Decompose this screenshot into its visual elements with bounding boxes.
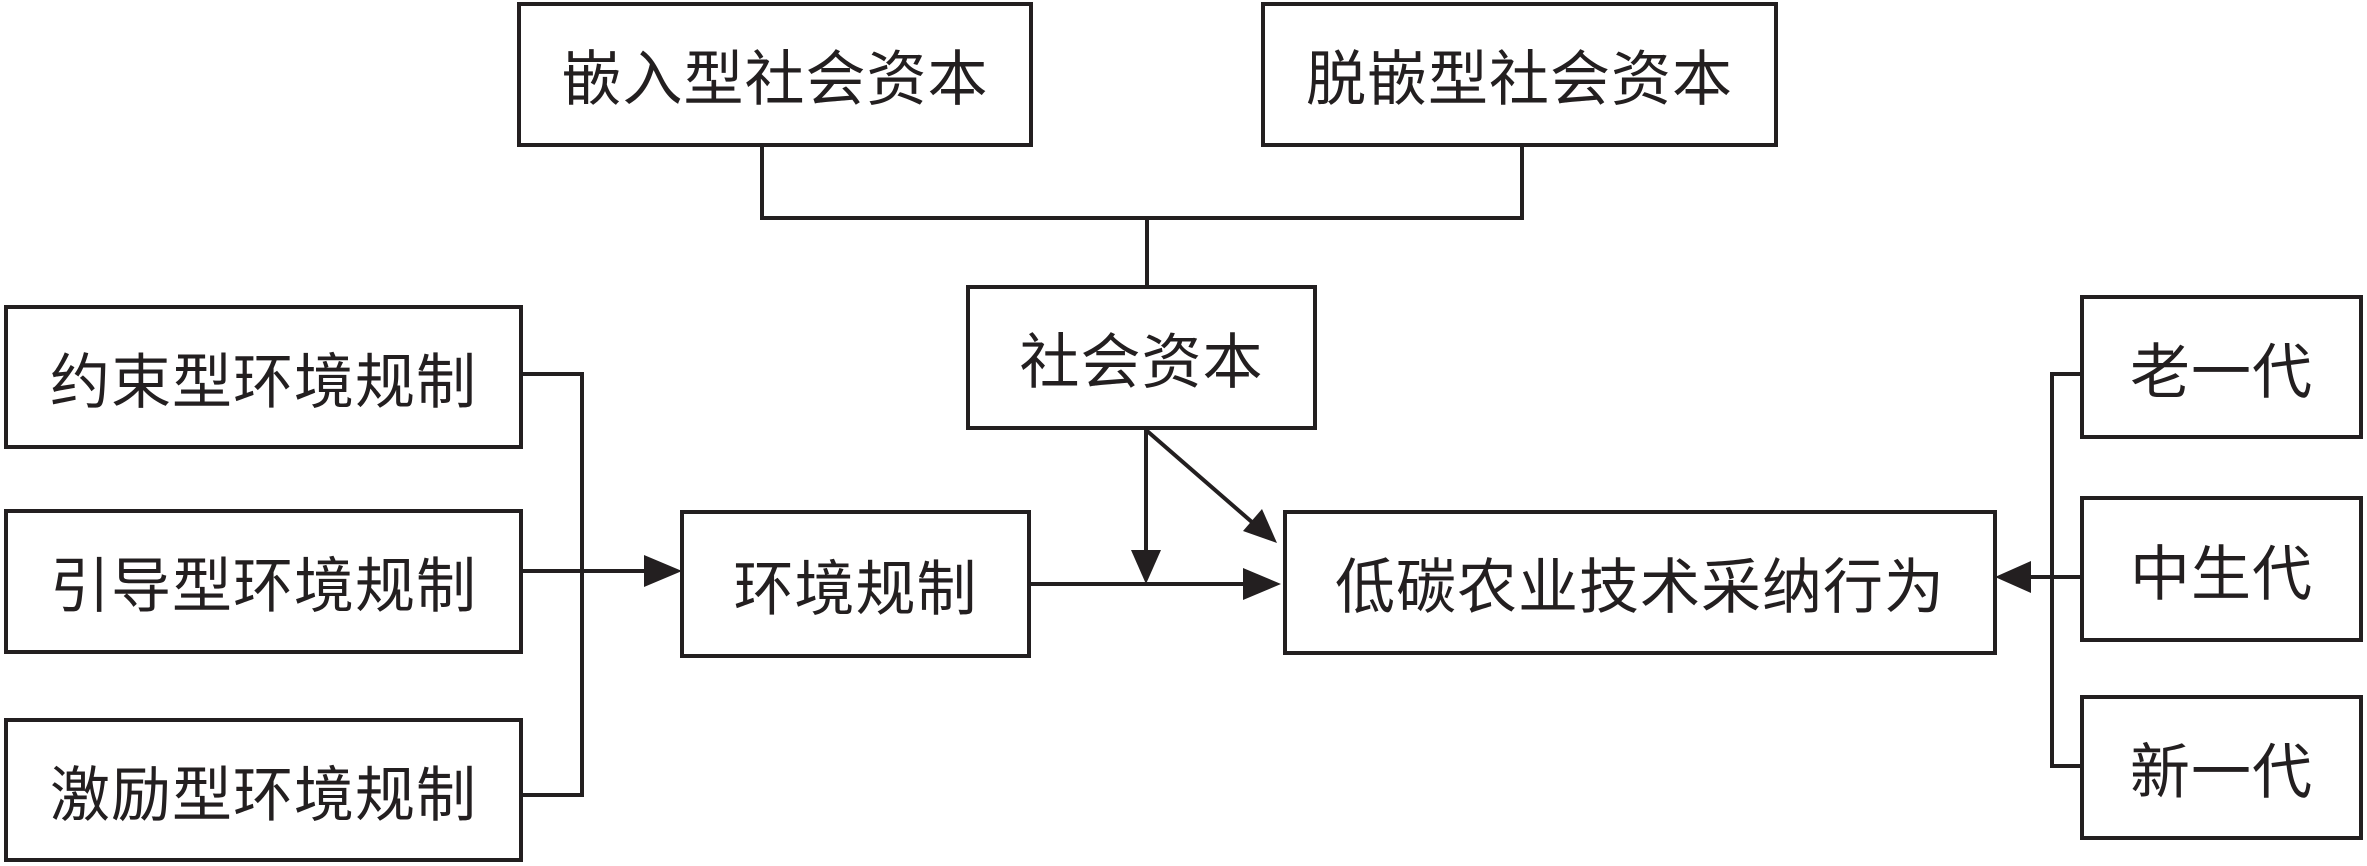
moderation-diagonal-arrowhead — [1243, 509, 1277, 543]
generation-bracket — [2050, 372, 2082, 768]
embedded-social-capital-label: 嵌入型社会资本 — [561, 45, 989, 115]
disembedded-social-capital-label: 脱嵌型社会资本 — [1306, 45, 1733, 115]
social-capital-box: 社会资本 — [966, 285, 1317, 430]
regulation-arrowhead — [644, 555, 682, 587]
low-carbon-adoption-label: 低碳农业技术采纳行为 — [1335, 553, 1945, 623]
moderation-diagonal-line — [1144, 428, 1255, 525]
main-path-arrowhead — [1243, 568, 1281, 600]
environmental-regulation-label: 环境规制 — [733, 554, 978, 625]
social-capital-label: 社会资本 — [1019, 328, 1264, 398]
generation-arrowhead — [1995, 561, 2031, 593]
environmental-regulation-box: 环境规制 — [680, 510, 1031, 658]
new-generation-box: 新一代 — [2080, 695, 2363, 840]
social-capital-bracket — [760, 145, 1524, 220]
incentive-regulation-box: 激励型环境规制 — [4, 718, 523, 862]
disembedded-social-capital-box: 脱嵌型社会资本 — [1261, 2, 1778, 147]
low-carbon-adoption-box: 低碳农业技术采纳行为 — [1283, 510, 1997, 655]
new-generation-label: 新一代 — [2130, 738, 2313, 808]
incentive-regulation-label: 激励型环境规制 — [50, 760, 477, 831]
regulation-bracket — [522, 372, 584, 797]
guidance-regulation-label: 引导型环境规制 — [50, 552, 477, 622]
middle-generation-box: 中生代 — [2080, 496, 2363, 642]
constraint-regulation-label: 约束型环境规制 — [50, 347, 477, 418]
guidance-regulation-box: 引导型环境规制 — [4, 509, 523, 654]
constraint-regulation-box: 约束型环境规制 — [4, 305, 523, 449]
moderation-vertical-arrowhead — [1131, 550, 1161, 584]
old-generation-label: 老一代 — [2130, 337, 2313, 408]
middle-generation-label: 中生代 — [2130, 539, 2313, 610]
old-generation-box: 老一代 — [2080, 295, 2363, 439]
embedded-social-capital-box: 嵌入型社会资本 — [517, 2, 1033, 147]
